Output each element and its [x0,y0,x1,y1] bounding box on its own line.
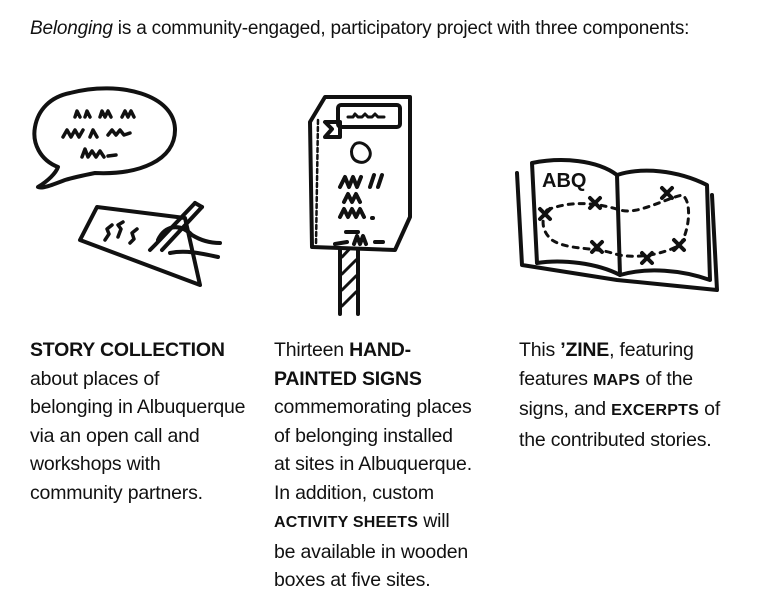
text-line: features [519,367,594,390]
intro-sentence: Belonging is a community-engaged, partic… [30,18,689,40]
text-line: of belonging installed [274,424,453,447]
text-line: Thirteen [274,339,350,361]
maps-label: MAPS [593,371,641,389]
painted-signs-label: HAND- [349,339,411,361]
activity-sheets-label: ACTIVITY SHEETS [274,514,419,531]
intro-text: is a community-engaged, participatory pr… [112,18,690,39]
text-line: at sites in Albuquerque. [274,453,472,475]
text-line: , featuring [609,339,694,361]
text-line: via an open call and [30,424,200,447]
story-collection-label: STORY COLLECTION [30,339,225,361]
text-line: be available in wooden [274,540,468,563]
text-line: This [519,339,561,361]
painted-sign-icon [300,92,415,317]
zine-description: This ’ZINE, featuring features MAPS of t… [519,336,720,454]
text-line: belonging in Albuquerque [30,396,246,418]
svg-text:ABQ: ABQ [542,170,586,192]
zine-label: ’ZINE [560,339,610,361]
text-line: community partners. [30,481,203,504]
text-line: In addition, custom [274,481,434,504]
text-line: the contributed stories. [519,428,712,451]
text-line: of the [640,367,693,390]
text-line: boxes at five sites. [274,569,431,591]
project-title: Belonging [30,18,113,39]
painted-signs-description: Thirteen HAND- PAINTED SIGNS commemorati… [274,336,472,595]
excerpts-label: EXCERPTS [611,402,699,419]
text-line: of [698,398,721,420]
text-line: signs, and [519,398,612,420]
zine-map-icon: ABQ [512,155,722,300]
story-collection-description: STORY COLLECTION about places of belongi… [30,336,246,507]
text-line: will [418,510,450,532]
text-line: about places of [30,367,160,390]
text-line: workshops with [30,453,161,475]
text-line: commemorating places [274,396,472,418]
speech-bubble-writing-icon [30,85,230,300]
painted-signs-label: PAINTED SIGNS [274,367,422,390]
